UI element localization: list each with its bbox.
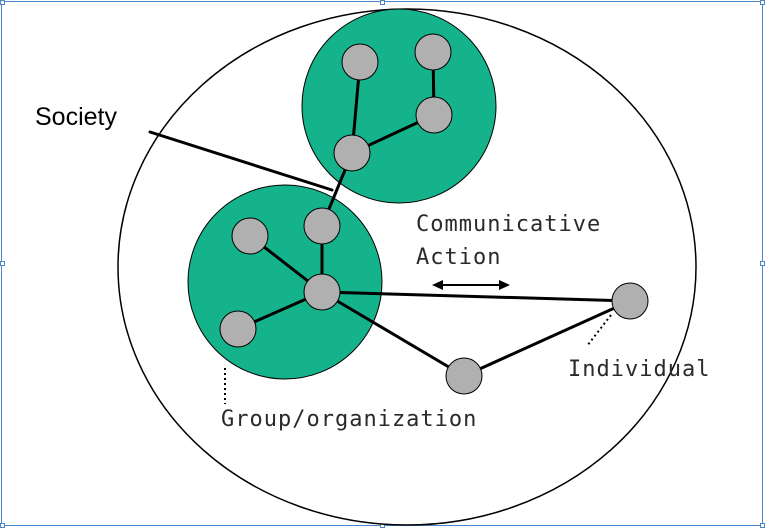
communicative-action-arrow: [432, 280, 510, 290]
edge-to-node: [320, 290, 466, 378]
person-node: [231, 217, 269, 255]
group-circle-upper: [301, 8, 497, 204]
individual-label: Individual: [568, 357, 710, 382]
person-node-hub: [303, 273, 341, 311]
person-node: [445, 357, 483, 395]
person-node: [415, 96, 453, 134]
edge-to-individual: [320, 290, 632, 303]
resize-handle-top-left[interactable]: [0, 0, 5, 5]
person-node: [219, 310, 257, 348]
resize-handle-bottom-right[interactable]: [760, 523, 765, 528]
resize-handle-top-right[interactable]: [760, 0, 765, 5]
communicative-action-label-line2: Action: [416, 245, 501, 270]
group-circle-lower: [187, 184, 383, 380]
group-organization-label: Group/organization: [221, 407, 477, 432]
person-node: [341, 43, 379, 81]
individual-node: [611, 282, 649, 320]
resize-handle-middle-right[interactable]: [760, 261, 765, 266]
society-label: Society: [35, 103, 117, 131]
resize-handle-bottom-left[interactable]: [0, 523, 5, 528]
edge-node-individual: [462, 299, 632, 378]
society-pointer-line: [148, 130, 334, 192]
person-node: [303, 207, 341, 245]
individual-leader-dotted: [586, 314, 612, 347]
person-node: [414, 33, 452, 71]
communicative-action-label-line1: Communicative: [416, 212, 601, 237]
resize-handle-top-center[interactable]: [380, 0, 385, 5]
person-node: [333, 134, 371, 172]
resize-handle-middle-left[interactable]: [0, 261, 5, 266]
